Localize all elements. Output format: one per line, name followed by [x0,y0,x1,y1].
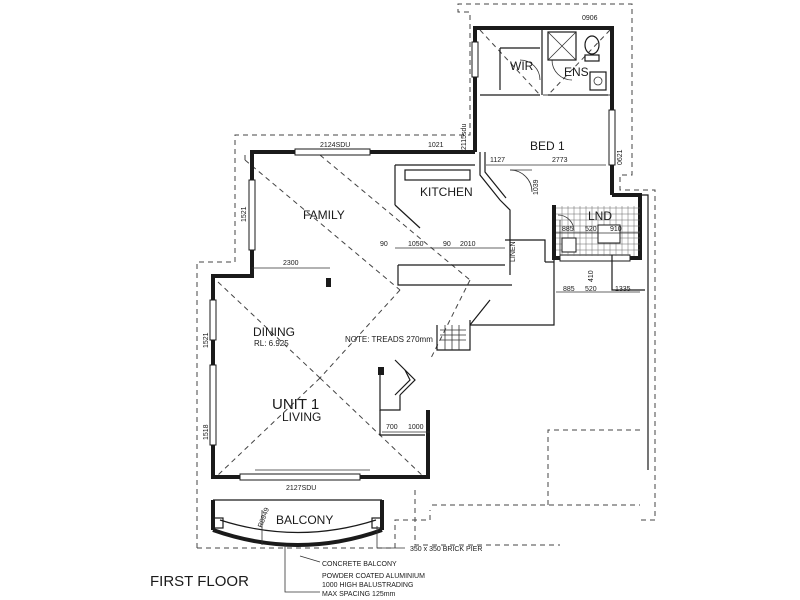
dimension-lines [252,164,640,471]
windows [209,41,631,481]
dim-label: 1050 [408,241,424,248]
dim-label: 0621 [617,149,624,165]
dim-label: 2300 [283,260,299,267]
dim-label: 90 [443,241,451,248]
room-level: RL: 6.925 [254,339,289,348]
dim-label: LINEN [510,241,517,262]
dim-label: 910 [610,226,622,233]
drawing-title: FIRST FLOOR [150,573,249,590]
dim-label: R8949 [257,507,271,529]
exterior-walls [211,26,642,530]
dim-label: 520 [585,226,597,233]
room-label-bed1: BED 1 [530,139,565,153]
room-label-ens: ENS [564,65,589,79]
dim-label: 90 [380,241,388,248]
unit-label: UNIT 1 [272,396,319,413]
dim-label: 2124SDU [320,142,350,149]
dim-label: 0906 [582,15,598,22]
balcony [212,499,383,547]
note-brick-pier: 350 x 350 BRICK PIER [410,546,482,553]
dim-label: 2010 [460,241,476,248]
dim-label: 1518 [203,424,210,440]
room-label-kitchen: KITCHEN [420,185,473,199]
dim-label: 1039 [533,179,540,195]
dim-label: 520 [585,286,597,293]
note-treads: NOTE: TREADS 270mm [345,335,433,344]
room-label-living: LIVING [282,410,321,424]
dim-label: 1521 [203,332,210,348]
dim-label: 2773 [552,157,568,164]
dim-label: 410 [588,270,595,282]
stairs [440,325,466,350]
room-label-lnd: LND [588,209,612,223]
dim-label: 1521 [241,206,248,222]
laundry-tiles [556,206,640,256]
dim-label: 1335 [615,286,631,293]
note-concrete-balcony: CONCRETE BALCONY [322,561,397,568]
dim-label: 2115sdu [461,124,468,150]
room-label-dining: DINING [253,325,295,339]
room-label-family: FAMILY [303,208,345,222]
interior-walls [379,30,649,470]
note-balustrade-2: 1000 HIGH BALUSTRADING [322,582,413,589]
dim-label: 1000 [408,424,424,431]
column-marker [378,367,384,375]
roof-outline [196,3,656,549]
dim-label: 885 [563,286,575,293]
room-label-balcony: BALCONY [276,513,333,527]
doors [509,59,575,232]
ensuite-fixtures [547,31,607,91]
note-balustrade-1: POWDER COATED ALUMINIUM [322,573,425,580]
kitchen-bench [404,169,471,181]
dim-label: 1021 [428,142,444,149]
room-label-wir: WIR [510,59,534,73]
note-balustrade-3: MAX SPACING 125mm [322,591,396,598]
dim-label: 700 [386,424,398,431]
dim-label: 2127SDU [286,485,316,492]
dim-label: 1127 [490,157,505,164]
column-marker [326,278,331,287]
leader-lines [284,526,405,593]
dim-label: 885 [562,226,574,233]
